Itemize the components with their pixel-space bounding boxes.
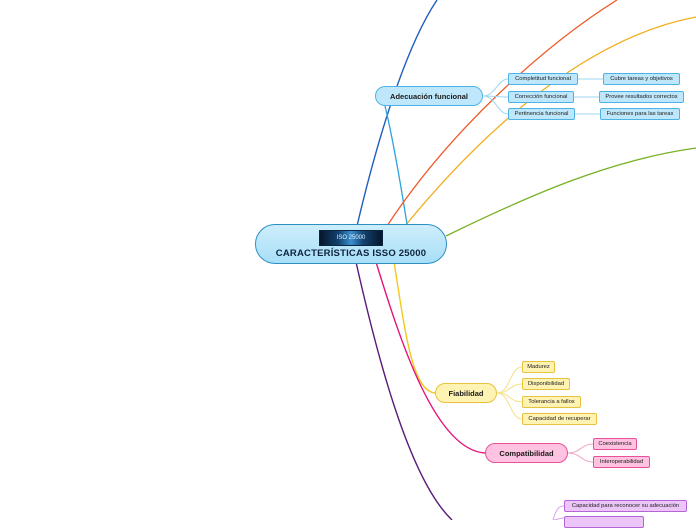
subtopic-reconocer-adecuacion[interactable]: Capacidad para reconocer su adecuación — [564, 500, 687, 512]
iso-25000-image: ISO 25000 — [319, 230, 383, 246]
subtopic-label: Corrección funcional — [515, 94, 568, 100]
subtopic-label: Disponibilidad — [528, 381, 564, 387]
branch-line-green-offscreen — [446, 148, 696, 236]
branch-line-orange-offscreen — [387, 0, 617, 226]
detail-label: Provee resultados correctos — [605, 94, 677, 100]
branch-line-blue-offscreen — [357, 0, 437, 226]
detail-provee-resultados[interactable]: Provee resultados correctos — [599, 91, 684, 103]
link-completitud — [483, 79, 508, 96]
subtopic-label: Madurez — [527, 364, 550, 370]
subtopic-pertinencia[interactable]: Pertinencia funcional — [508, 108, 575, 120]
subtopic-interoperabilidad[interactable]: Interoperabilidad — [593, 456, 650, 468]
subtopic-coexistencia[interactable]: Coexistencia — [593, 438, 637, 450]
subtopic-label: Coexistencia — [598, 441, 631, 447]
topic-label: Adecuación funcional — [390, 92, 468, 101]
subtopic-label: Capacidad de recuperar — [528, 416, 590, 422]
image-caption: ISO 25000 — [337, 235, 366, 241]
topic-fiabilidad[interactable]: Fiabilidad — [435, 383, 497, 403]
subtopic-completitud[interactable]: Completitud funcional — [508, 73, 578, 85]
detail-label: Cubre tareas y objetivos — [610, 76, 673, 82]
link-coexistencia — [568, 444, 593, 453]
central-topic[interactable]: ISO 25000 CARACTERÍSTICAS ISSO 25000 — [255, 224, 447, 264]
detail-funciones-tareas[interactable]: Funciones para las tareas — [600, 108, 680, 120]
subtopic-recuperar[interactable]: Capacidad de recuperar — [522, 413, 597, 425]
subtopic-label: Pertinencia funcional — [515, 111, 569, 117]
subtopic-label: Completitud funcional — [515, 76, 571, 82]
subtopic-label: Capacidad para reconocer su adecuación — [572, 503, 679, 509]
central-topic-title: CARACTERÍSTICAS ISSO 25000 — [276, 248, 426, 259]
topic-label: Compatibilidad — [499, 449, 553, 458]
topic-adecuacion-funcional[interactable]: Adecuación funcional — [375, 86, 483, 106]
link-interoperabilidad — [568, 453, 593, 462]
detail-cubre-tareas[interactable]: Cubre tareas y objetivos — [603, 73, 680, 85]
topic-label: Fiabilidad — [448, 389, 483, 398]
subtopic-disponibilidad[interactable]: Disponibilidad — [522, 378, 570, 390]
subtopic-label: Interoperabilidad — [600, 459, 643, 465]
subtopic-tolerancia[interactable]: Tolerancia a fallos — [522, 396, 581, 408]
subtopic-correccion[interactable]: Corrección funcional — [508, 91, 574, 103]
branch-line-compatibilidad — [376, 262, 485, 453]
topic-compatibilidad[interactable]: Compatibilidad — [485, 443, 568, 463]
detail-label: Funciones para las tareas — [607, 111, 674, 117]
subtopic-purple-cutoff[interactable] — [564, 516, 644, 528]
subtopic-label: Tolerancia a fallos — [528, 399, 574, 405]
branch-line-adecuacion — [385, 106, 407, 224]
subtopic-madurez[interactable]: Madurez — [522, 361, 555, 373]
